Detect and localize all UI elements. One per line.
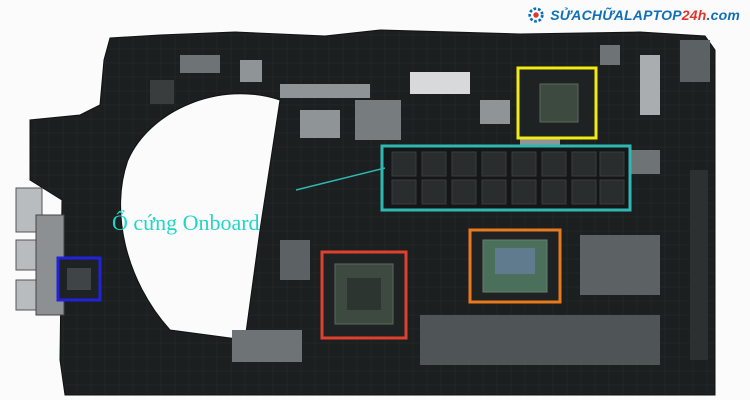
gpu-chip [320, 250, 408, 340]
small-components [150, 40, 710, 365]
onboard-ssd-chips [380, 144, 632, 212]
gear-logo-icon [528, 7, 544, 23]
ssd-callout-label: Ổ cứng Onboard [112, 210, 260, 235]
callout-leader-line [295, 167, 386, 191]
brand-watermark: SỬACHỮALAPTOP24h.com [527, 6, 740, 24]
cpu-chip [468, 228, 562, 304]
io-controller-chip [56, 256, 102, 302]
io-ports [15, 187, 65, 316]
pch-chip [516, 66, 598, 140]
brand-name: SỬACHỮALAPTOP24h.com [550, 7, 740, 23]
